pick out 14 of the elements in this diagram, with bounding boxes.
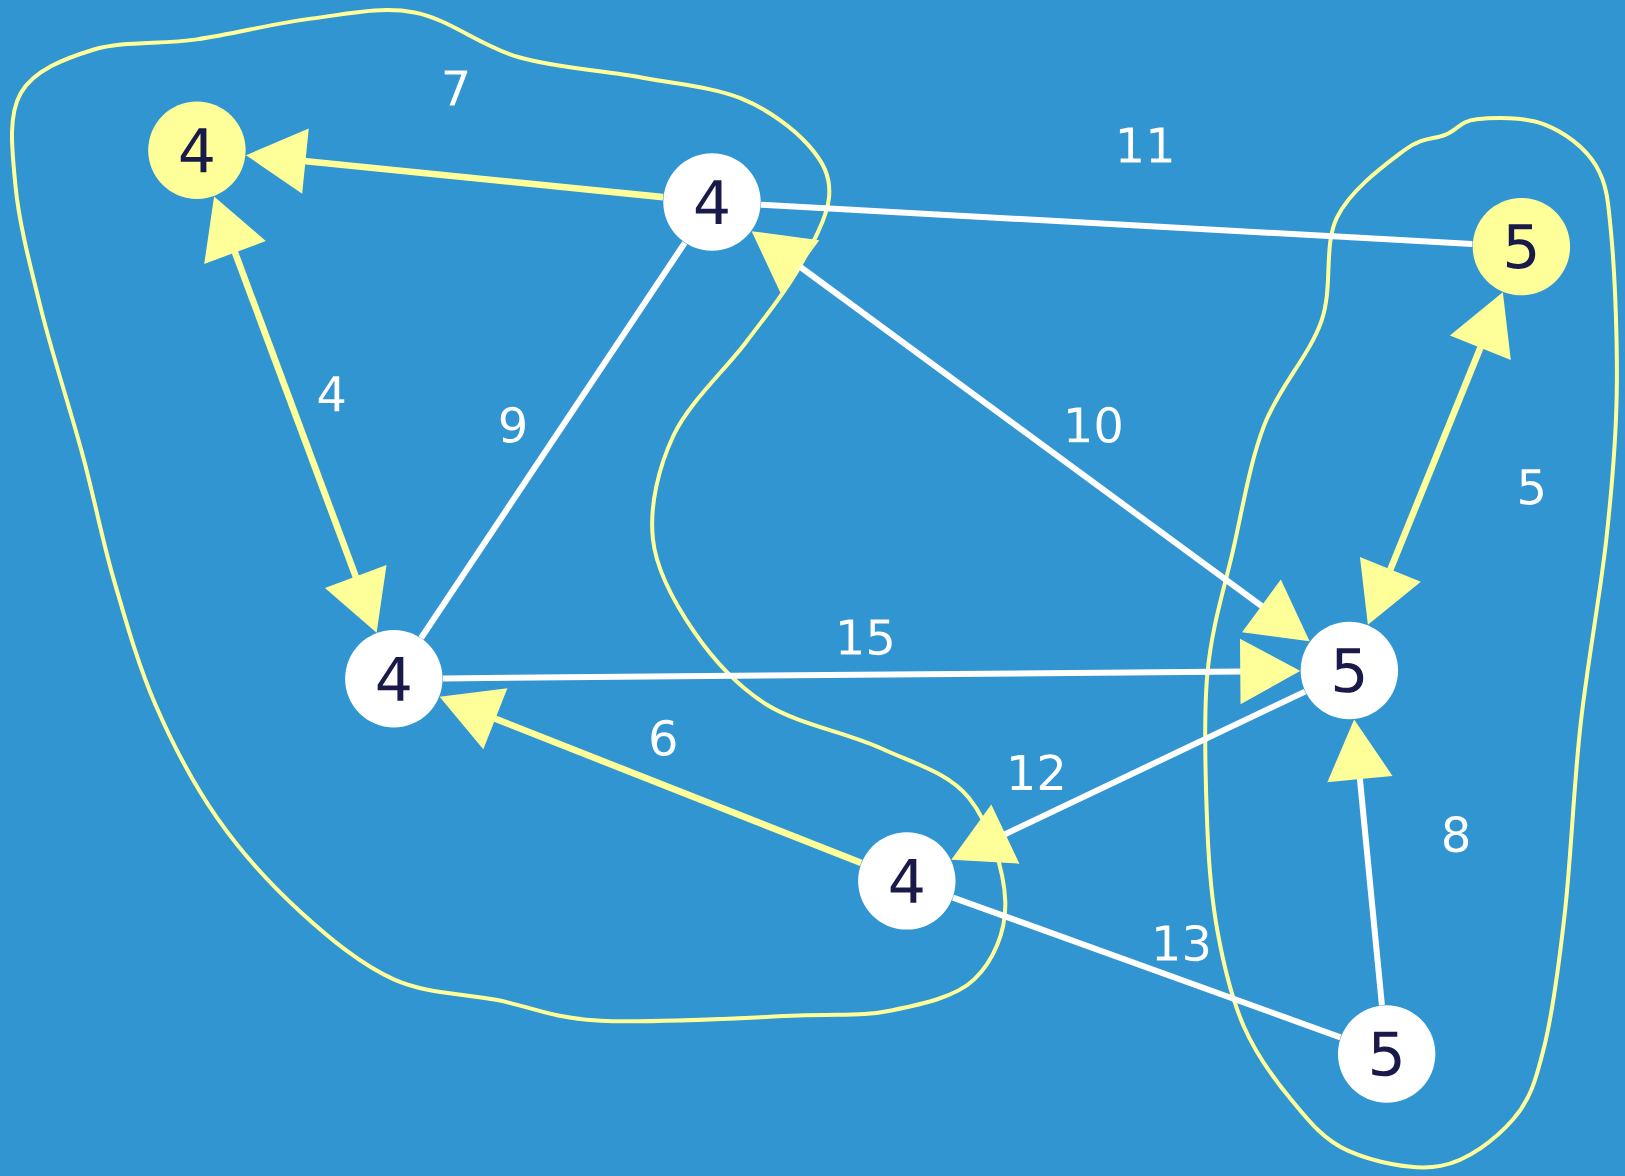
edge-label: 15 [840, 619, 892, 656]
edge-label: 6 [651, 719, 676, 757]
edge-label: 10 [1068, 406, 1121, 444]
edge-line [418, 241, 688, 640]
edge-label: 4 [318, 376, 345, 412]
edge-label: 9 [500, 406, 525, 444]
edge-line [760, 201, 1473, 247]
edge-line [952, 894, 1342, 1041]
edge-label: 7 [444, 70, 468, 106]
edge-label: 12 [1011, 754, 1063, 790]
edge-label: 8 [1444, 816, 1469, 853]
edge-label: 11 [1119, 127, 1172, 163]
edge-label: 13 [1156, 924, 1209, 962]
edge-label: 5 [1520, 469, 1543, 505]
